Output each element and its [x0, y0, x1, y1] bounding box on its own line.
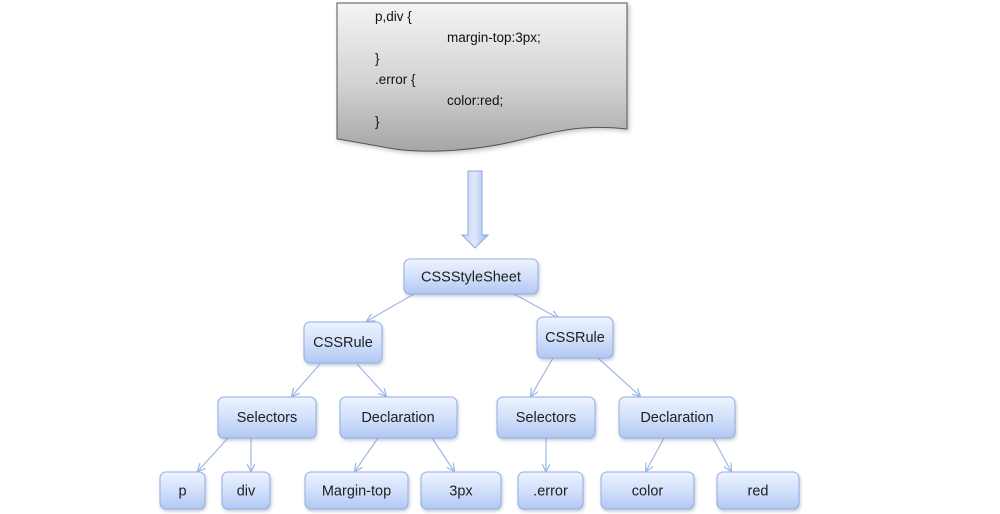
- node-box: [420, 471, 502, 510]
- node-box: [716, 471, 800, 510]
- css-source-document: p,div { margin-top:3px; } .error { color…: [336, 2, 628, 152]
- edge-root-to-rule-left: [367, 293, 415, 321]
- node-leaf-3px: 3px: [420, 471, 502, 510]
- node-label-error: .error: [533, 484, 568, 500]
- node-leaf-margin-top: Margin-top: [304, 471, 409, 510]
- node-leaf-color: color: [600, 471, 695, 510]
- code-line-close-brace-1: }: [375, 51, 380, 66]
- node-cssstylesheet: CSSStyleSheet: [403, 258, 539, 295]
- node-box: [221, 471, 271, 510]
- node-declaration-left: Declaration: [339, 396, 458, 439]
- node-label-selectors-right: Selectors: [516, 410, 576, 426]
- node-leaf-div: div: [221, 471, 271, 510]
- node-leaf-error: .error: [517, 471, 584, 510]
- node-cssrule-right: CSSRule: [536, 316, 614, 359]
- parse-down-arrow: [460, 170, 490, 249]
- node-selectors-right: Selectors: [496, 396, 596, 439]
- node-label-declaration-right: Declaration: [640, 410, 713, 426]
- document-shape: [336, 2, 628, 152]
- node-cssrule-left: CSSRule: [303, 321, 383, 364]
- edge-root-to-rule-right: [513, 293, 558, 318]
- edge-declaration-to-3px: [431, 437, 454, 471]
- code-line-margin-top: margin-top:3px;: [447, 30, 541, 45]
- node-declaration-right: Declaration: [618, 396, 736, 439]
- code-line-selector-error: .error {: [375, 72, 416, 87]
- node-label-red: red: [748, 484, 769, 500]
- code-line-close-brace-2: }: [375, 114, 380, 129]
- node-label-cssrule-left: CSSRule: [313, 335, 373, 351]
- node-label-div: div: [237, 484, 256, 500]
- node-box: [600, 471, 695, 510]
- node-label-color: color: [632, 484, 664, 500]
- node-label-cssstylesheet: CSSStyleSheet: [421, 270, 521, 286]
- code-line-color-red: color:red;: [447, 93, 503, 108]
- node-box: [304, 471, 409, 510]
- edge-rule-right-to-declaration: [597, 357, 640, 396]
- node-leaf-p: p: [159, 471, 206, 510]
- node-box: [618, 396, 736, 439]
- edge-rule-left-to-selectors: [292, 363, 321, 396]
- node-leaf-red: red: [716, 471, 800, 510]
- node-box: [536, 316, 614, 359]
- node-label-margin-top: Margin-top: [322, 484, 391, 500]
- edge-selectors-to-p: [198, 437, 229, 471]
- tree-nodes: CSSStyleSheet CSSRule CSSRule Selectors …: [159, 258, 800, 510]
- code-line-selector-p-div: p,div {: [375, 9, 412, 24]
- node-box: [303, 321, 383, 364]
- edge-rule-left-to-declaration: [356, 363, 386, 396]
- node-label-cssrule-right: CSSRule: [545, 330, 605, 346]
- node-box: [159, 471, 206, 510]
- node-selectors-left: Selectors: [217, 396, 317, 439]
- edge-declaration-to-color: [646, 437, 665, 471]
- node-box: [339, 396, 458, 439]
- node-label-p: p: [178, 484, 186, 500]
- node-label-selectors-left: Selectors: [237, 410, 297, 426]
- node-box: [496, 396, 596, 439]
- edge-declaration-to-margin-top: [355, 437, 379, 471]
- node-box: [217, 396, 317, 439]
- tree-edges: [198, 293, 731, 471]
- node-box: [403, 258, 539, 295]
- edge-declaration-to-red: [712, 437, 731, 471]
- node-box: [517, 471, 584, 510]
- edge-rule-right-to-selectors: [531, 357, 554, 396]
- node-label-declaration-left: Declaration: [361, 410, 434, 426]
- node-label-3px: 3px: [449, 484, 473, 500]
